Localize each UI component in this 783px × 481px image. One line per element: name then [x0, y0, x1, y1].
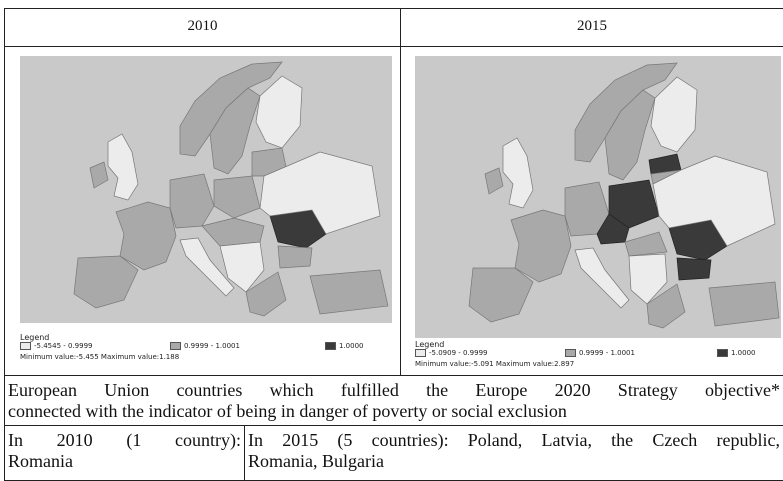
ireland-shape — [89, 161, 109, 189]
legend-swatch-low — [415, 349, 426, 357]
france-shape — [115, 201, 177, 271]
italy-shape — [179, 237, 235, 297]
greece-shape — [646, 283, 686, 329]
legend-range-mid: 0.9999 - 1.0001 — [579, 349, 635, 357]
poland-shape — [608, 179, 660, 229]
central-europe-shape — [624, 231, 668, 257]
legend-swatch-high — [717, 349, 728, 357]
bulgaria-shape — [676, 257, 712, 281]
result-2015-cell: In 2015 (5 countries): Poland, Latvia, t… — [245, 426, 783, 481]
result-2010-cell: In 2010 (1 country): Romania — [5, 426, 245, 481]
europe-map-2010 — [20, 56, 392, 323]
comparison-table: 2010 2015 — [4, 8, 783, 481]
sweden-shape — [604, 89, 656, 181]
result-2010-line-2: Romania — [8, 451, 73, 471]
italy-shape — [574, 247, 630, 309]
eastern-region-shape — [652, 155, 776, 247]
header-2015: 2015 — [401, 9, 783, 47]
legend-swatch-mid — [170, 342, 181, 350]
uk-shape — [107, 133, 139, 201]
result-2010-line-1: In 2010 (1 country): — [8, 430, 241, 450]
finland-shape — [650, 76, 698, 153]
legend-2015: Legend -5.0909 - 0.9999 0.9999 - 1.0001 … — [415, 340, 781, 374]
legend-minmax: Minimum value:-5.455 Maximum value:1.188 — [20, 353, 180, 361]
description-cell: European Union countries which fulfilled… — [5, 376, 783, 426]
iberia-shape — [468, 267, 534, 323]
legend-title: Legend — [415, 340, 445, 349]
eastern-region-shape — [259, 151, 381, 235]
norway-shape — [179, 61, 283, 157]
europe-map-2015 — [415, 56, 781, 338]
ireland-shape — [484, 167, 504, 195]
legend-minmax: Minimum value:-5.091 Maximum value:2.897 — [415, 360, 575, 368]
greece-shape — [245, 271, 287, 317]
france-shape — [510, 209, 572, 283]
central-europe-shape — [201, 217, 265, 247]
sweden-shape — [209, 87, 261, 175]
legend-range-high: 1.0000 — [731, 349, 756, 357]
balkans-shape — [219, 241, 265, 293]
iberia-shape — [73, 255, 139, 309]
header-2010: 2010 — [5, 9, 401, 47]
result-2015-line-2: Romania, Bulgaria — [248, 451, 384, 471]
legend-range-mid: 0.9999 - 1.0001 — [184, 342, 240, 350]
norway-shape — [574, 62, 678, 163]
czech-shape — [596, 213, 630, 245]
turkey-shape — [309, 269, 389, 315]
map-cell-2015: Legend -5.0909 - 0.9999 0.9999 - 1.0001 … — [401, 47, 783, 376]
uk-shape — [502, 137, 534, 209]
map-2015-graphic — [415, 56, 781, 338]
result-2015-line-1: In 2015 (5 countries): Poland, Latvia, t… — [248, 430, 780, 450]
bulgaria-shape — [277, 245, 313, 269]
map-cell-2010: Legend -5.4545 - 0.9999 0.9999 - 1.0001 … — [5, 47, 401, 376]
map-2010-graphic — [20, 56, 392, 323]
legend-swatch-mid — [565, 349, 576, 357]
legend-2010: Legend -5.4545 - 0.9999 0.9999 - 1.0001 … — [20, 333, 392, 373]
description-line-1: European Union countries which fulfilled… — [8, 380, 780, 400]
finland-shape — [255, 75, 303, 149]
legend-title: Legend — [20, 333, 50, 342]
poland-shape — [213, 175, 261, 219]
legend-range-high: 1.0000 — [339, 342, 364, 350]
balkans-shape — [628, 253, 668, 305]
legend-range-low: -5.4545 - 0.9999 — [34, 342, 93, 350]
legend-swatch-low — [20, 342, 31, 350]
turkey-shape — [708, 281, 780, 327]
legend-range-low: -5.0909 - 0.9999 — [429, 349, 488, 357]
description-line-2: connected with the indicator of being in… — [8, 401, 567, 421]
legend-swatch-high — [325, 342, 336, 350]
